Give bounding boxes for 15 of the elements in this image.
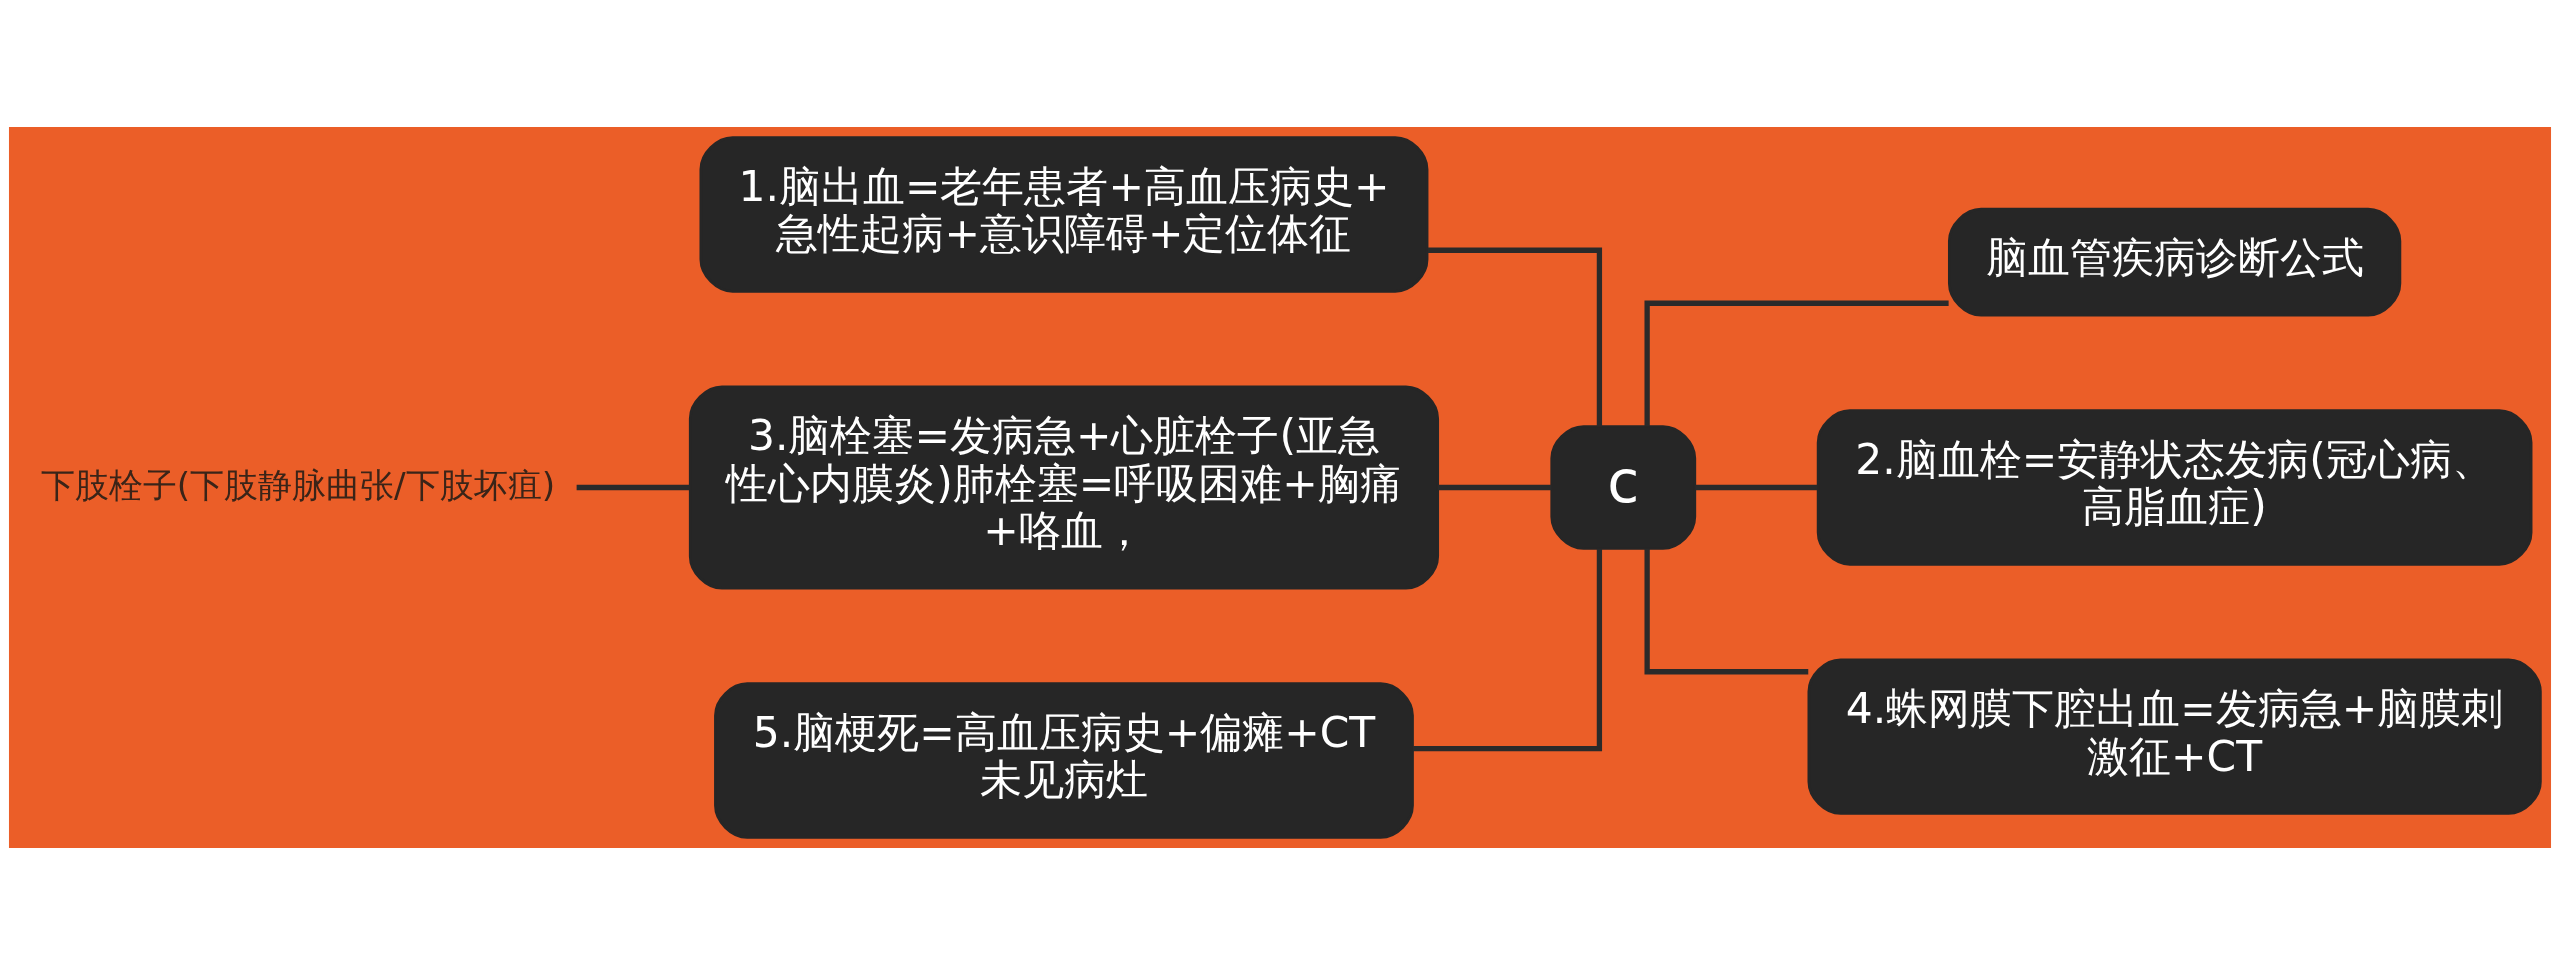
connector bbox=[1427, 247, 1603, 427]
node-box: 1.脑出血=老年患者+高血压病史+急性起病+意识障碍+定位体征 bbox=[699, 136, 1429, 293]
node-box: c bbox=[1550, 425, 1697, 550]
node-box: 4.蛛网膜下腔出血=发病急+脑膜刺激征+CT bbox=[1807, 658, 2542, 815]
connector bbox=[1437, 484, 1552, 491]
node-box: 脑血管疾病诊断公式 bbox=[1948, 207, 2402, 317]
connector bbox=[1695, 484, 1818, 491]
node-box: 2.脑血栓=安静状态发病(冠心病、高脂血症) bbox=[1816, 409, 2533, 566]
connector bbox=[1412, 548, 1603, 752]
connector bbox=[1644, 300, 1949, 427]
connector bbox=[576, 484, 690, 491]
node-box: 3.脑栓塞=发病急+心脏栓子(亚急性心内膜炎)肺栓塞=呼吸困难+胸痛+咯血， bbox=[688, 385, 1440, 590]
node-box: 5.脑梗死=高血压病史+偏瘫+CT未见病灶 bbox=[714, 682, 1414, 839]
connector bbox=[1644, 548, 1809, 675]
node-text: 下肢栓子(下肢静脉曲张/下肢坏疽) bbox=[40, 464, 556, 505]
